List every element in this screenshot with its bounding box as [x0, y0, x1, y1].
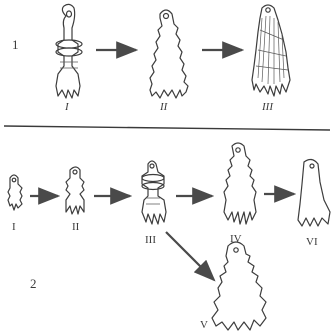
- row-2-stage-2-label: II: [72, 221, 80, 233]
- row-2-stage-4-pendant: [224, 143, 256, 224]
- row-2-branch-arrow: [166, 232, 214, 280]
- row-2-stage-6-pendant: [298, 159, 330, 226]
- row-1-stage-1-pendant: [56, 4, 82, 98]
- row-2-stage-5-pendant: [212, 242, 266, 330]
- row-2-stage-6-label: VI: [306, 236, 318, 248]
- row-2-stage-3-pendant: [142, 161, 166, 224]
- row-1-stage-3-label: III: [261, 101, 274, 113]
- row-1-stage-3-pendant: [252, 5, 290, 96]
- row-1-stage-1-label: I: [64, 101, 70, 113]
- row-separator: [4, 126, 330, 130]
- row-2-stage-3-label: III: [145, 234, 156, 246]
- row-1-stage-2-label: II: [159, 101, 169, 113]
- row-1-stage-2-pendant: [150, 10, 188, 98]
- row-2-stage-1-label: I: [12, 221, 16, 233]
- row-2-stage-1-pendant: [8, 175, 22, 210]
- row-2-stage-5-label: V: [200, 319, 208, 331]
- row-2-stage-2-pendant: [66, 167, 84, 214]
- row-1-number: 1: [12, 37, 19, 52]
- row-2-number: 2: [30, 276, 37, 291]
